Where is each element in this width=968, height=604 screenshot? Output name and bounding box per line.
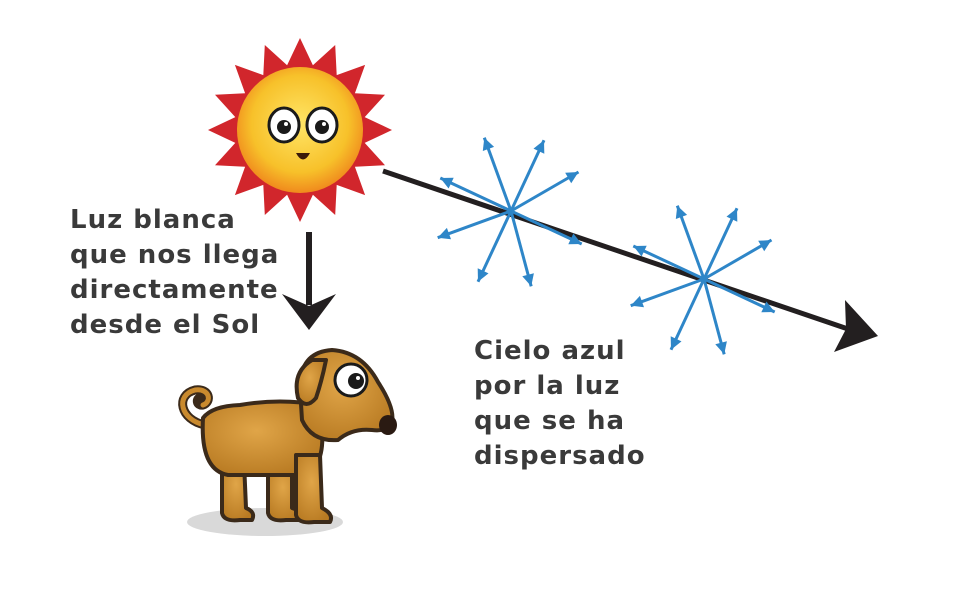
sun-eyes bbox=[267, 106, 339, 144]
scatter-arrowhead bbox=[440, 177, 454, 189]
scatter-ray bbox=[702, 207, 739, 280]
scatter-ray bbox=[632, 244, 705, 281]
dog-icon bbox=[178, 348, 397, 536]
light-ray-arrow-icon bbox=[382, 168, 878, 352]
scatter-arrowhead bbox=[633, 245, 647, 257]
sun-mouth bbox=[296, 153, 310, 160]
direct-light-label-line: desde el Sol bbox=[70, 310, 261, 340]
direct-light-label: Luz blanca que nos llega directamente de… bbox=[70, 203, 320, 343]
scatter-ray bbox=[482, 137, 513, 212]
direct-light-label-line: Luz blanca bbox=[70, 205, 236, 235]
scatter-arrowhead bbox=[477, 268, 489, 282]
scatter-arrowhead bbox=[568, 233, 582, 245]
scatter-ray bbox=[630, 277, 705, 308]
scatter-arrowhead bbox=[726, 208, 738, 222]
scatter-ray bbox=[509, 139, 546, 212]
sun-face bbox=[237, 67, 363, 193]
scattered-light-label-line: por la luz bbox=[474, 371, 621, 401]
scatter-ray bbox=[510, 170, 580, 213]
scatter-arrowhead bbox=[522, 273, 534, 287]
dog-nose bbox=[379, 415, 397, 435]
scatter-arrowhead bbox=[670, 336, 682, 350]
direct-light-arrow-icon bbox=[282, 232, 336, 330]
scatter-star-icon bbox=[630, 205, 776, 355]
scatter-ray bbox=[509, 210, 533, 287]
scatter-arrowhead bbox=[565, 172, 579, 184]
scatter-star-icon bbox=[437, 137, 583, 287]
scatter-arrowhead bbox=[715, 341, 727, 355]
scatter-arrowhead bbox=[437, 227, 451, 240]
scatter-arrowhead bbox=[533, 140, 545, 154]
scatter-ray bbox=[675, 205, 706, 280]
direct-light-label-line: directamente bbox=[70, 275, 279, 305]
scatter-ray bbox=[702, 278, 726, 355]
scatter-ray bbox=[703, 277, 776, 314]
scattered-light-label: Cielo azul por la luz que se ha dispersa… bbox=[474, 334, 714, 474]
scatter-ray bbox=[669, 278, 706, 351]
scattered-light-label-line: dispersado bbox=[474, 441, 646, 471]
sun-icon bbox=[208, 38, 392, 222]
scatter-arrowhead bbox=[482, 137, 495, 151]
scatter-arrowhead bbox=[630, 295, 644, 308]
scatter-ray bbox=[437, 209, 512, 240]
dog-eye bbox=[333, 362, 369, 398]
scatter-arrowhead bbox=[761, 301, 775, 313]
direct-light-label-line: que nos llega bbox=[70, 240, 280, 270]
scattered-light-label-line: Cielo azul bbox=[474, 336, 626, 366]
scatter-ray bbox=[510, 209, 583, 246]
scatter-arrowhead bbox=[758, 240, 772, 252]
scattered-light-label-line: que se ha bbox=[474, 406, 626, 436]
scatter-arrowhead bbox=[675, 205, 688, 219]
scatter-ray bbox=[703, 238, 773, 281]
scatter-ray bbox=[439, 176, 512, 213]
scatter-ray bbox=[476, 210, 513, 283]
